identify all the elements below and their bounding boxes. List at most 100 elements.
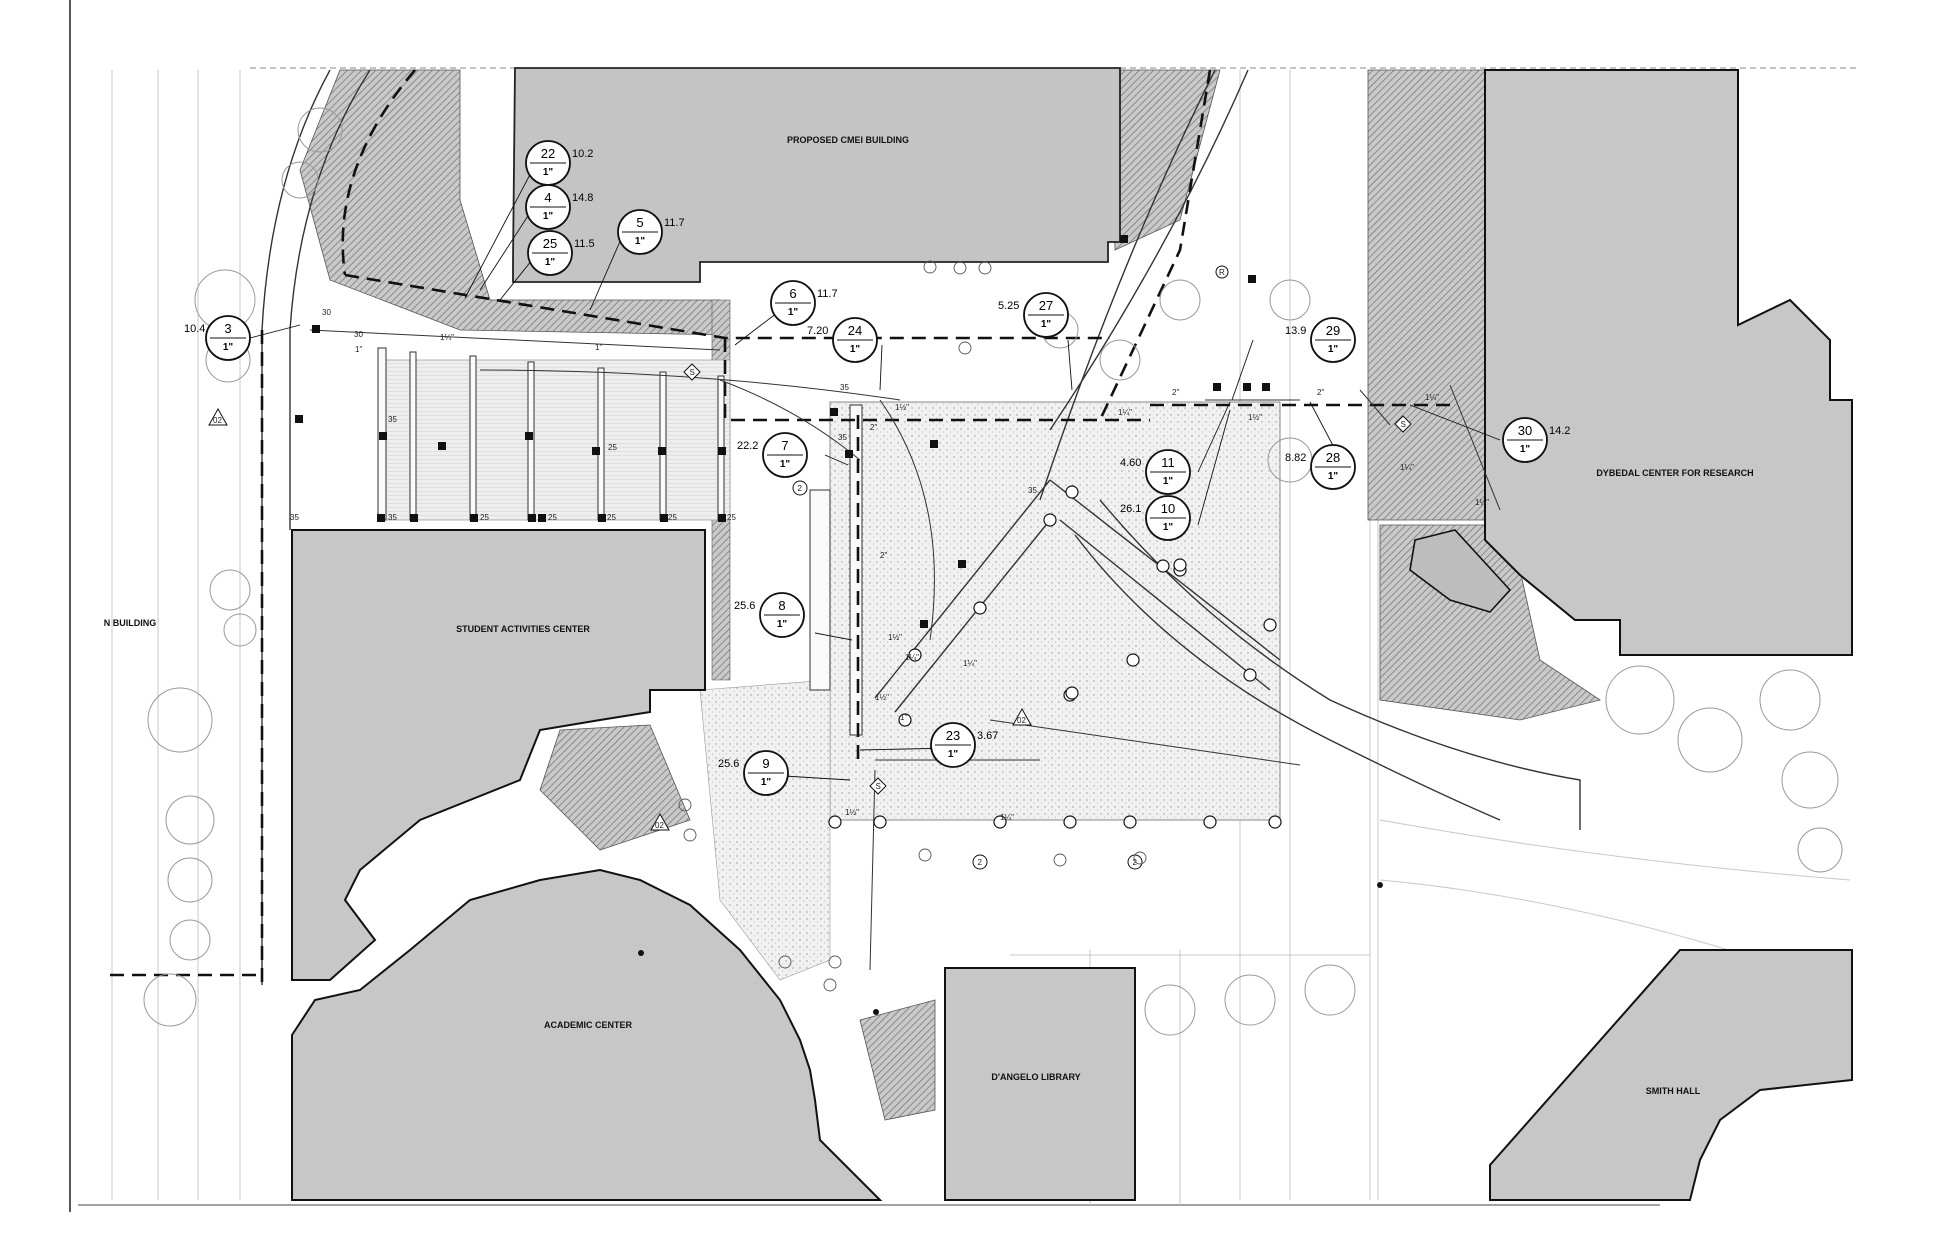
- svg-text:5.25: 5.25: [998, 300, 1019, 312]
- svg-text:23: 23: [946, 728, 960, 743]
- callout-9: 9 1" 25.6: [718, 750, 789, 796]
- svg-text:1": 1": [1163, 522, 1174, 533]
- svg-text:25: 25: [608, 443, 617, 452]
- irrigation-mainline: [110, 69, 1450, 985]
- label-smith-hall: SMITH HALL: [1646, 1086, 1701, 1096]
- svg-text:25.6: 25.6: [734, 600, 755, 612]
- dybedal-center: [1484, 69, 1853, 656]
- svg-text:25: 25: [607, 513, 616, 522]
- svg-text:1": 1": [223, 342, 234, 353]
- valve-boxes: [295, 235, 1270, 628]
- callout-27: 27 1" 5.25: [998, 292, 1069, 338]
- callout-30: 30 1" 14.2: [1502, 417, 1570, 463]
- svg-text:1": 1": [900, 713, 907, 722]
- svg-text:30: 30: [354, 330, 363, 339]
- svg-text:1¼": 1¼": [1400, 463, 1414, 472]
- svg-text:1": 1": [1041, 319, 1052, 330]
- site-furniture: [678, 260, 1147, 992]
- svg-text:8: 8: [778, 598, 785, 613]
- svg-text:25: 25: [480, 513, 489, 522]
- academic-center: [291, 868, 883, 1201]
- svg-text:1": 1": [777, 619, 788, 630]
- svg-text:2: 2: [978, 858, 983, 867]
- head-radius-labels: 30 30 35 35 35 25 25 25 25 25 25 35 35 3…: [290, 308, 1037, 522]
- callout-5: 5 1" 11.7: [617, 209, 685, 255]
- buildings: [70, 67, 1853, 1201]
- label-dybedal: DYBEDAL CENTER FOR RESEARCH: [1596, 468, 1753, 478]
- partial-building-left: [70, 480, 112, 700]
- svg-text:1": 1": [780, 459, 791, 470]
- svg-text:11.7: 11.7: [817, 288, 838, 300]
- svg-text:30: 30: [1518, 423, 1532, 438]
- svg-text:1¼": 1¼": [1000, 813, 1014, 822]
- svg-text:R: R: [1219, 268, 1225, 277]
- svg-text:S: S: [1401, 420, 1406, 429]
- svg-text:2": 2": [870, 423, 877, 432]
- svg-text:1¼": 1¼": [1475, 498, 1489, 507]
- callout-11: 11 1" 4.60: [1120, 449, 1191, 495]
- svg-text:1": 1": [545, 257, 556, 268]
- survey-point: [1377, 882, 1383, 888]
- svg-text:7: 7: [781, 438, 788, 453]
- svg-text:1": 1": [788, 307, 799, 318]
- svg-text:35: 35: [290, 513, 299, 522]
- svg-text:10.4: 10.4: [184, 323, 205, 335]
- svg-text:11.7: 11.7: [664, 217, 685, 229]
- svg-text:2: 2: [1133, 858, 1138, 867]
- svg-text:1": 1": [1520, 444, 1531, 455]
- svg-text:28: 28: [1326, 450, 1340, 465]
- survey-point: [873, 1009, 879, 1015]
- svg-text:1¼": 1¼": [1425, 393, 1439, 402]
- survey-point: [638, 950, 644, 956]
- cmei-building: [512, 67, 1121, 283]
- svg-text:1": 1": [761, 777, 772, 788]
- svg-text:35: 35: [840, 383, 849, 392]
- callout-10: 10 1" 26.1: [1120, 495, 1191, 541]
- svg-text:1": 1": [355, 345, 362, 354]
- label-partial-building: N BUILDING: [104, 618, 157, 628]
- svg-text:02: 02: [655, 821, 664, 830]
- svg-text:1¼": 1¼": [440, 333, 454, 342]
- svg-text:1½": 1½": [888, 633, 902, 642]
- svg-text:1": 1": [595, 343, 602, 352]
- svg-text:25.6: 25.6: [718, 758, 739, 770]
- student-activities-center: [291, 529, 706, 981]
- svg-text:S: S: [690, 368, 695, 377]
- smith-hall: [1489, 949, 1853, 1201]
- svg-text:1½": 1½": [875, 693, 889, 702]
- svg-text:10: 10: [1161, 501, 1175, 516]
- dangelo-library: [944, 967, 1136, 1201]
- svg-text:02: 02: [1017, 716, 1026, 725]
- callout-25: 25 1" 11.5: [527, 230, 595, 276]
- svg-text:14.8: 14.8: [572, 192, 593, 204]
- svg-text:1": 1": [635, 236, 646, 247]
- svg-text:4: 4: [544, 190, 551, 205]
- svg-text:11.5: 11.5: [574, 238, 595, 250]
- svg-text:11: 11: [1161, 455, 1175, 470]
- circle-markers: 2 2 2 R: [792, 265, 1229, 870]
- svg-text:1½": 1½": [1248, 413, 1262, 422]
- revision-tags: 02 02 02: [208, 407, 1032, 831]
- label-cmei: PROPOSED CMEI BUILDING: [787, 135, 909, 145]
- svg-text:1": 1": [850, 344, 861, 355]
- svg-text:13.9: 13.9: [1285, 325, 1306, 337]
- s-diamond-markers: S S S: [683, 363, 1412, 795]
- label-academic-center: ACADEMIC CENTER: [544, 1020, 633, 1030]
- svg-text:22.2: 22.2: [737, 440, 758, 452]
- svg-text:10.2: 10.2: [572, 148, 593, 160]
- svg-text:26.1: 26.1: [1120, 503, 1141, 515]
- svg-text:9: 9: [762, 756, 769, 771]
- svg-text:1¼": 1¼": [1118, 408, 1132, 417]
- svg-text:1": 1": [1328, 471, 1339, 482]
- callout-23: 23 1" 3.67: [930, 722, 998, 768]
- svg-text:1": 1": [1328, 344, 1339, 355]
- callout-8: 8 1" 25.6: [734, 592, 805, 638]
- dybedal-wing: [1409, 529, 1512, 613]
- svg-text:35: 35: [838, 433, 847, 442]
- svg-text:1¼": 1¼": [905, 653, 919, 662]
- svg-text:25: 25: [668, 513, 677, 522]
- svg-text:5: 5: [636, 215, 643, 230]
- callout-29: 29 1" 13.9: [1285, 317, 1356, 363]
- svg-text:14.2: 14.2: [1549, 425, 1570, 437]
- svg-text:1": 1": [1163, 476, 1174, 487]
